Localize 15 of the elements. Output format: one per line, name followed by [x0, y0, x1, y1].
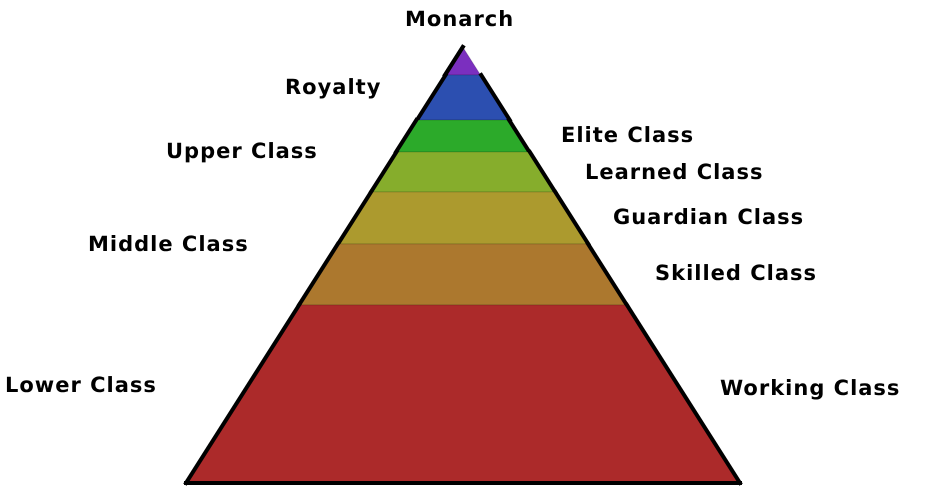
tier-label: Lower Class	[5, 372, 157, 398]
tier-label: Working Class	[720, 375, 900, 401]
class-group-label: Upper Class	[166, 138, 318, 164]
pyramid-tier	[416, 75, 510, 120]
tier-label: Guardian Class	[613, 204, 804, 230]
class-group-label: Middle Class	[88, 231, 249, 257]
tier-label: Monarch	[405, 6, 514, 32]
pyramid-tier	[396, 120, 530, 152]
class-group-label: Learned Class	[585, 159, 764, 185]
pyramid-tier	[338, 192, 588, 244]
pyramid-tier	[370, 152, 556, 192]
tier-label: Skilled Class	[655, 260, 818, 286]
tier-label: Royalty	[285, 74, 382, 100]
pyramid-tier	[299, 244, 627, 305]
class-group-label: Elite Class	[561, 122, 694, 148]
